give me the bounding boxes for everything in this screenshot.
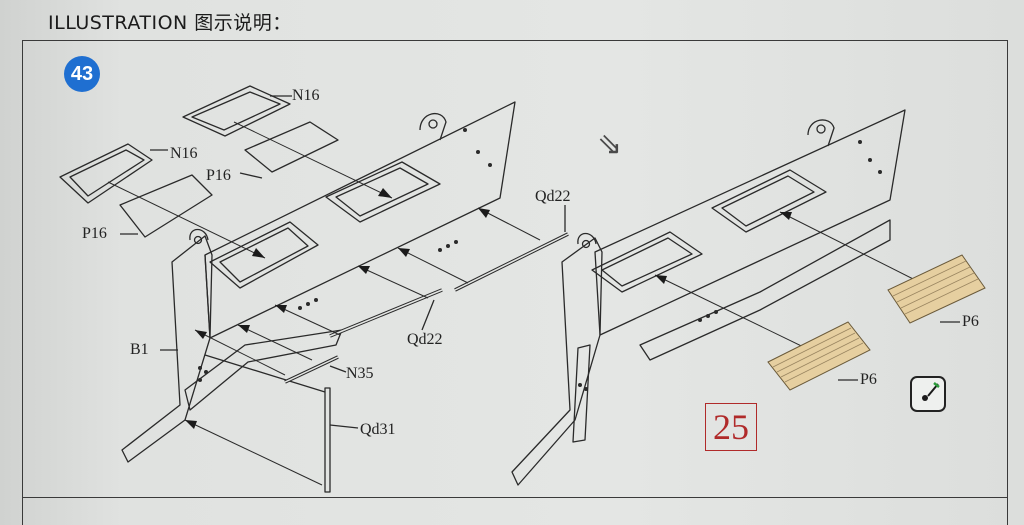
part-p6-a: [767, 321, 871, 391]
label-qd31: Qd31: [360, 421, 396, 438]
label-b1: B1: [130, 341, 149, 358]
part-p16-b: [119, 174, 213, 238]
label-n16-b: N16: [170, 145, 198, 162]
label-p6-b: P6: [860, 371, 877, 388]
assembly-arrows: [107, 121, 541, 486]
label-p6-a: P6: [962, 313, 979, 330]
page-header: ILLUSTRATION 图示说明：: [48, 12, 292, 34]
label-p16-a: P16: [206, 167, 231, 184]
hatch-opening-2: [325, 161, 441, 223]
part-p16-a: [244, 121, 339, 173]
next-section-frame: [22, 498, 1008, 525]
arrow-right-icon: ⇘: [597, 128, 623, 161]
bolt-holes-left: [198, 128, 492, 382]
hatch-opening-1: [209, 221, 319, 289]
main-side-panel: [204, 101, 516, 339]
completed-bracket: [511, 237, 603, 486]
part-n16-a: [182, 85, 291, 137]
mount-lug-top: [419, 112, 447, 141]
part-n16-b: [59, 143, 153, 204]
completed-hatch-2: [711, 169, 827, 233]
label-qd22-b: Qd22: [407, 331, 443, 348]
step-number-badge: 43: [64, 56, 100, 92]
illustration-frame: [22, 40, 1008, 498]
page-number: 25: [705, 403, 757, 451]
label-qd22-a: Qd22: [535, 188, 571, 205]
label-p16-b: P16: [82, 225, 107, 242]
glue-icon: [910, 376, 946, 412]
glue-drop-icon: [922, 382, 940, 401]
part-qd31: [324, 387, 331, 493]
part-p6-b: [887, 254, 986, 324]
completed-side-panel: [594, 109, 906, 336]
completed-hatch-1: [591, 231, 703, 293]
mount-lug-completed: [807, 119, 835, 147]
label-n35: N35: [346, 365, 374, 382]
label-n16-a: N16: [292, 87, 320, 104]
